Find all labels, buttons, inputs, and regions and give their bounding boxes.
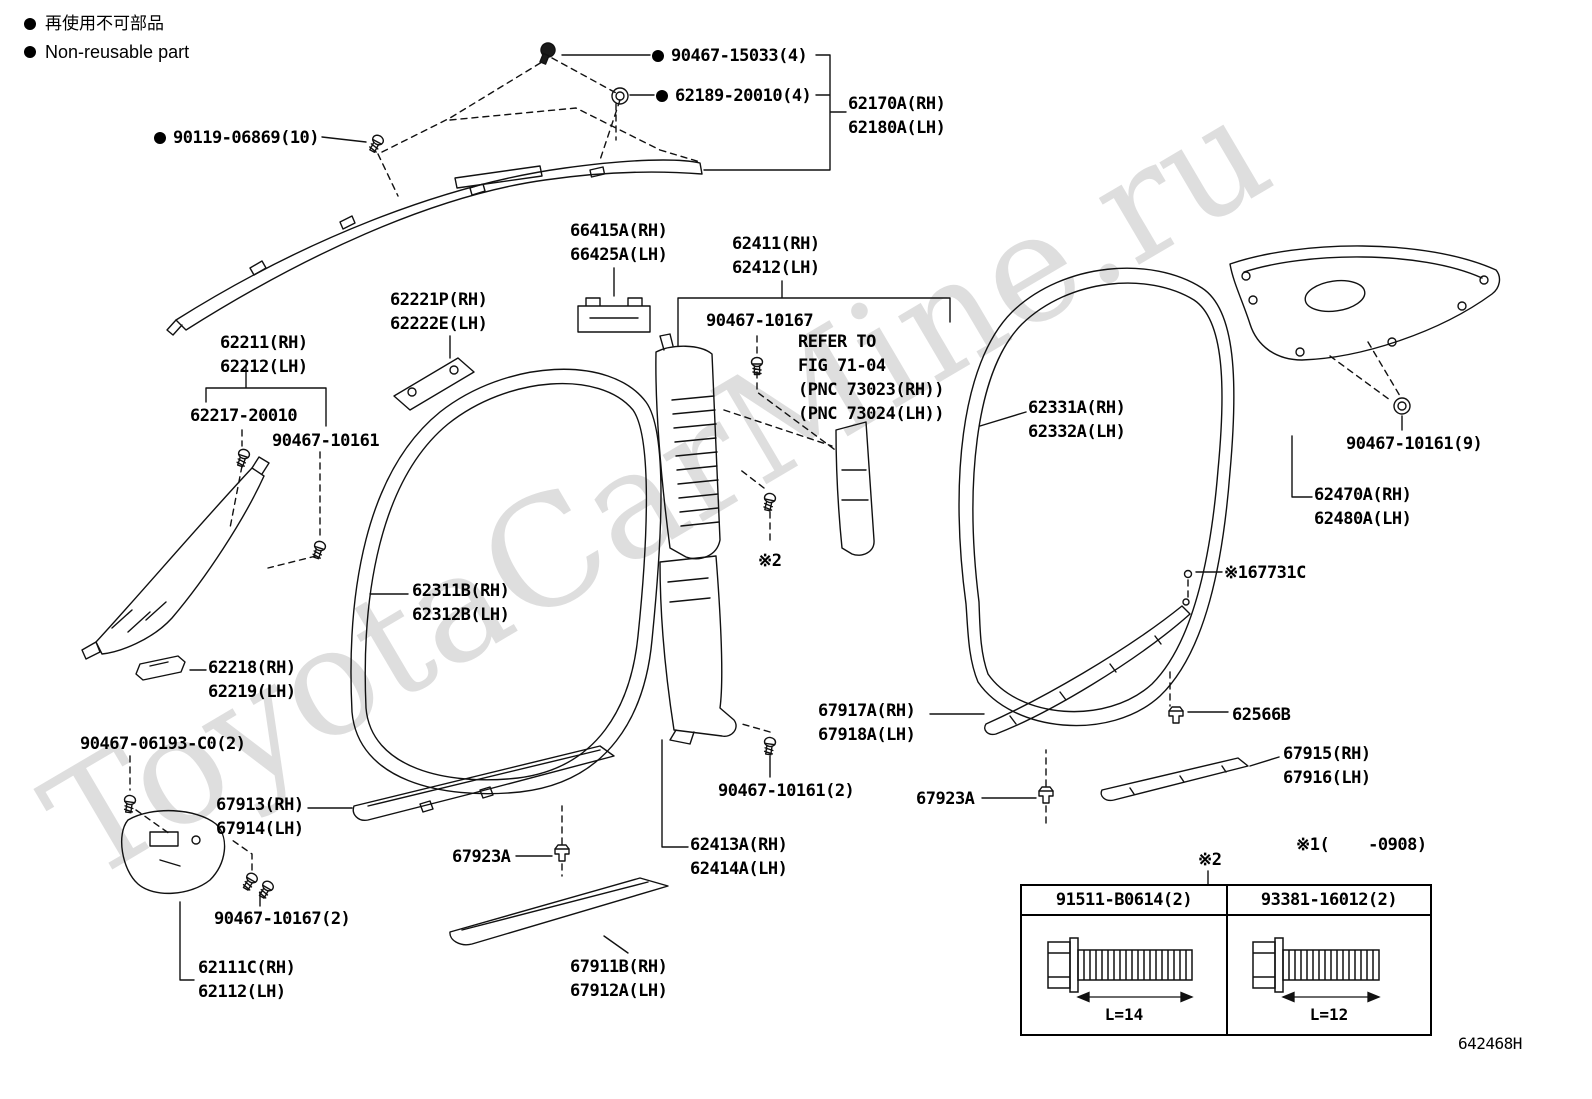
fastener-table-cell-bolt-1: L=14	[1022, 916, 1226, 1034]
b-pillar-lower-garnish-drawing	[659, 555, 737, 745]
part-label-62218: 62218(RH) 62219(LH)	[208, 658, 296, 702]
part-label-62331a: 62331A(RH) 62332A(LH)	[1028, 398, 1126, 442]
part-label-67917a: 67917A(RH) 67918A(LH)	[818, 701, 916, 745]
part-label-90467-10161: 90467-10161	[272, 431, 380, 451]
bolt-length-label: L=14	[1104, 1005, 1144, 1024]
fastener-table: 91511-B0614(2) 93381-16012(2)	[1020, 884, 1432, 1036]
part-label-62413a: 62413A(RH) 62414A(LH)	[690, 835, 788, 879]
center-pillar-lower-garnish-drawing	[835, 421, 875, 556]
part-label-62566b: 62566B	[1232, 705, 1291, 725]
legend-row-en: Non-reusable part	[24, 38, 189, 66]
leader-lines-solid	[179, 54, 1403, 981]
part-label-90119-06869: 90119-06869(10)	[154, 126, 320, 150]
legend-row-jp: 再使用不可部品	[24, 10, 189, 38]
quarter-pillar-garnish-drawing	[1229, 245, 1501, 361]
leader-lines-dashed	[129, 57, 1401, 877]
b-pillar-upper-garnish-drawing	[655, 333, 721, 560]
rear-scuff-outer-drawing	[1100, 757, 1249, 802]
a-pillar-garnish-drawing	[81, 456, 270, 660]
rear-scuff-inner-drawing	[984, 598, 1191, 736]
part-label-66415a: 66415A(RH) 66425A(LH)	[570, 221, 668, 265]
part-label-62311b: 62311B(RH) 62312B(LH)	[412, 581, 510, 625]
a-pillar-lower-clip-drawing	[135, 655, 186, 681]
part-label-62189-20010: 62189-20010(4)	[656, 84, 812, 108]
fastener-icons	[122, 40, 1411, 901]
bolt-length-label: L=12	[1309, 1005, 1349, 1024]
part-label-90467-10161-9: 90467-10161(9)	[1346, 434, 1483, 454]
fastener-table-header-1: 91511-B0614(2)	[1022, 886, 1226, 916]
fastener-table-header-2: 93381-16012(2)	[1226, 886, 1430, 916]
part-number-text: 90467-15033(4)	[671, 46, 808, 66]
part-label-90467-06193: 90467-06193-C0(2)	[80, 734, 246, 754]
front-door-weatherstrip-drawing	[350, 368, 662, 795]
part-label-67913: 67913(RH) 67914(LH)	[216, 795, 304, 839]
front-scuff-outer-drawing	[449, 877, 669, 946]
legend: 再使用不可部品 Non-reusable part	[24, 10, 189, 66]
part-label-62217-20010: 62217-20010	[190, 406, 298, 426]
part-number-text: 62189-20010(4)	[675, 86, 812, 106]
fastener-table-cell-bolt-2: L=12	[1226, 916, 1430, 1034]
part-label-62170a: 62170A(RH) 62180A(LH)	[848, 94, 946, 138]
legend-text-jp: 再使用不可部品	[45, 14, 164, 34]
part-label-62470a: 62470A(RH) 62480A(LH)	[1314, 485, 1412, 529]
part-label-90467-15033: 90467-15033(4)	[652, 44, 808, 68]
part-label-67731c: ※167731C	[1224, 563, 1306, 583]
non-reusable-bullet-icon	[154, 132, 166, 144]
non-reusable-bullet-icon	[656, 90, 668, 102]
note-star2-table: ※2	[1198, 850, 1222, 870]
part-label-90467-10167: 90467-10167	[706, 311, 814, 331]
rear-door-weatherstrip-drawing	[958, 267, 1235, 727]
roof-side-garnish-drawing	[166, 159, 703, 336]
part-label-62411: 62411(RH) 62412(LH)	[732, 234, 820, 278]
part-number-text: 90119-06869(10)	[173, 128, 320, 148]
bolt-drawing-l14	[1047, 937, 1194, 1003]
part-label-67915: 67915(RH) 67916(LH)	[1283, 744, 1371, 788]
legend-text-en: Non-reusable part	[45, 42, 190, 62]
fastener-table-header-row: 91511-B0614(2) 93381-16012(2)	[1022, 886, 1430, 916]
part-label-67911b: 67911B(RH) 67912A(LH)	[570, 957, 668, 1001]
non-reusable-bullet-icon	[24, 18, 36, 30]
fastener-table-body-row: L=14 L=12	[1022, 916, 1430, 1034]
non-reusable-bullet-icon	[24, 46, 36, 58]
part-label-90467-10167-2: 90467-10167(2)	[214, 909, 351, 929]
note-applicability: ※1( -0908)	[1296, 835, 1427, 855]
bolt-drawing-l12	[1252, 937, 1381, 1003]
refer-note: REFER TO FIG 71-04 (PNC 73023(RH)) (PNC …	[798, 332, 945, 424]
part-label-67923a-right: 67923A	[916, 789, 975, 809]
part-label-62111c: 62111C(RH) 62112(LH)	[198, 958, 296, 1002]
part-label-67923a-left: 67923A	[452, 847, 511, 867]
part-label-90467-10161-2: 90467-10161(2)	[718, 781, 855, 801]
non-reusable-bullet-icon	[652, 50, 664, 62]
figure-number: 642468H	[1458, 1034, 1522, 1053]
note-star2-mid: ※2	[758, 551, 782, 571]
front-scuff-inner-drawing	[352, 745, 615, 821]
b-pillar-hook-bracket-drawing	[577, 297, 651, 333]
part-label-62221p: 62221P(RH) 62222E(LH)	[390, 290, 488, 334]
part-label-62211: 62211(RH) 62212(LH)	[220, 333, 308, 377]
roof-rail-bracket-drawing	[393, 357, 475, 411]
cowl-side-trim-drawing	[121, 810, 226, 894]
